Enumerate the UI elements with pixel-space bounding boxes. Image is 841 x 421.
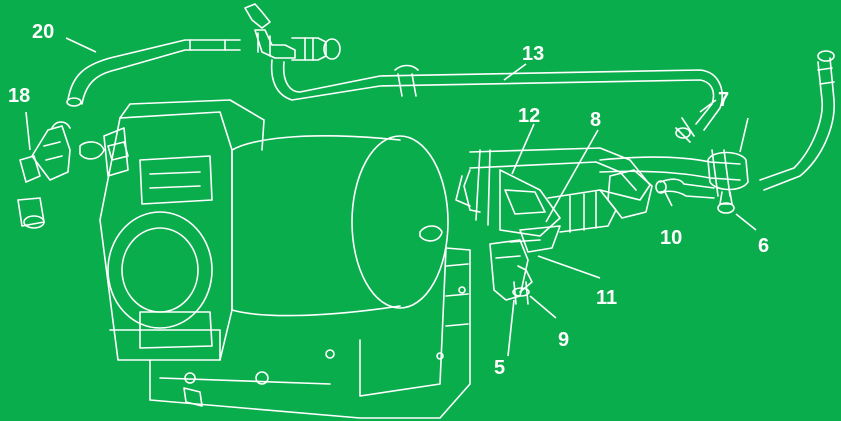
leader-lines xyxy=(25,37,757,357)
callout-13: 13 xyxy=(522,43,545,65)
leader-7 xyxy=(699,99,717,113)
callout-11: 11 xyxy=(596,287,618,309)
hose-13 xyxy=(270,59,724,143)
fitting-6-10 xyxy=(599,149,749,214)
leader-6 xyxy=(735,213,757,231)
leader-12 xyxy=(511,123,535,175)
callout-8: 8 xyxy=(590,109,602,131)
compressor-body xyxy=(99,99,265,361)
callout-7: 7 xyxy=(718,89,730,111)
hose-clamp-top xyxy=(244,3,341,61)
mounting-bracket xyxy=(149,247,471,419)
callout-9: 9 xyxy=(558,329,570,351)
hose-7 xyxy=(759,50,835,191)
fitting-18 xyxy=(17,121,129,229)
callout-18: 18 xyxy=(8,85,31,107)
callout-5: 5 xyxy=(494,357,506,379)
leader-5 xyxy=(507,299,515,357)
center-hose-assembly xyxy=(455,147,653,253)
callout-10: 10 xyxy=(660,227,683,249)
valve-5-9-11 xyxy=(489,239,533,305)
leader-18 xyxy=(25,111,31,151)
leader-10 xyxy=(663,189,673,207)
tank-cylinder xyxy=(231,135,449,317)
leader-upper-right xyxy=(739,117,749,153)
line-drawing xyxy=(17,3,835,419)
callout-12: 12 xyxy=(518,105,541,127)
leader-11 xyxy=(537,255,601,279)
callout-6: 6 xyxy=(758,235,770,257)
leader-13 xyxy=(503,63,527,81)
leader-8 xyxy=(545,129,599,223)
callout-20: 20 xyxy=(32,21,55,43)
leader-20 xyxy=(65,37,97,53)
leader-9 xyxy=(529,295,557,319)
hose-20 xyxy=(66,39,241,107)
